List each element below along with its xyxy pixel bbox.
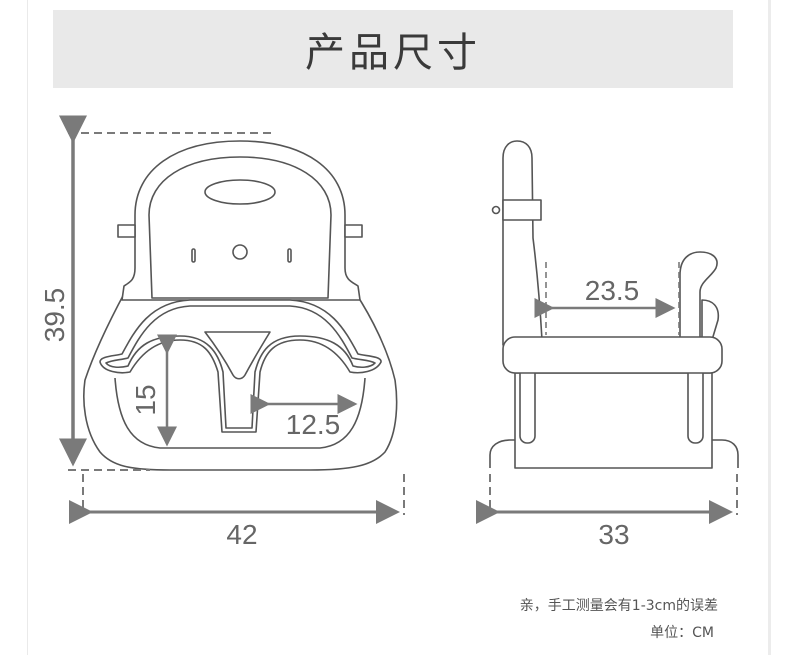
height-label: 39.5 [39, 288, 70, 343]
clip-left [117, 224, 136, 238]
clip-right [344, 224, 363, 238]
backrest-panel [148, 156, 332, 299]
page-title: 产品尺寸 [305, 30, 481, 76]
handle-oval [204, 179, 276, 205]
backrest-hole [232, 244, 248, 260]
side-armrest [679, 251, 718, 341]
depth-label: 33 [598, 519, 629, 550]
measurement-error-note: 亲，手工测量会有1-3cm的误差 [519, 598, 718, 614]
side-backrest [502, 140, 543, 346]
page-border-left [27, 0, 28, 655]
side-base-box [514, 372, 713, 469]
seat-depth-label: 15 [130, 384, 161, 415]
unit-note: 单位：CM [650, 625, 714, 641]
strap-slot-left [191, 248, 196, 263]
strap-slot-right [287, 248, 292, 263]
side-strap-knob [491, 205, 501, 215]
side-seat [502, 336, 723, 374]
side-view-chair [489, 140, 739, 469]
side-strap [502, 199, 542, 221]
front-view-chair [83, 140, 398, 471]
width-label: 42 [226, 519, 257, 550]
side-leg-front [687, 364, 704, 444]
side-armrest-support [701, 299, 720, 341]
seat-cavity [114, 377, 366, 449]
front-dimensions [59, 115, 405, 524]
page-border-right [768, 0, 771, 655]
title-banner: 产品尺寸 [53, 10, 733, 88]
inner-depth-label: 23.5 [585, 275, 640, 306]
side-leg-rear [519, 364, 536, 444]
side-dimensions [476, 262, 738, 524]
crotch-guard [204, 331, 271, 380]
seat-width-label: 12.5 [286, 409, 341, 440]
